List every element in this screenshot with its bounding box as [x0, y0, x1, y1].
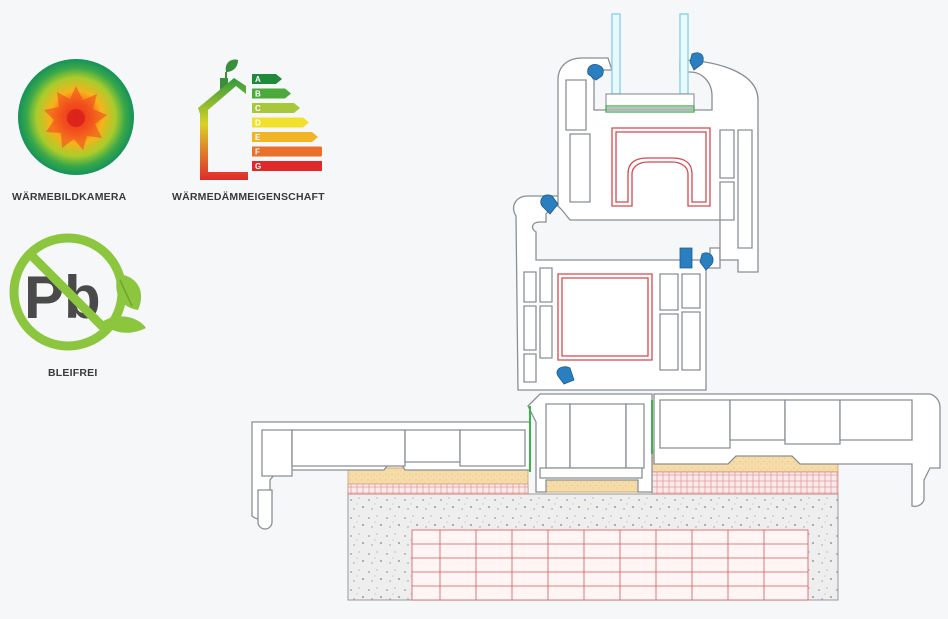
sealing-tape-left: [347, 483, 529, 495]
energy-class-bars: A B C D E F G: [252, 74, 336, 171]
energy-class-label-b: B: [255, 90, 261, 99]
lead-free-badge: Pb: [6, 232, 150, 354]
energy-efficiency-caption: WÄRMEDÄMMEIGENSCHAFT: [172, 191, 325, 203]
frame-profile: [527, 393, 653, 493]
lead-free-caption: BLEIFREI: [48, 367, 98, 379]
lead-symbol: Pb: [24, 264, 101, 331]
energy-house-icon: A B C D E F G: [198, 59, 336, 180]
energy-class-label-a: A: [255, 75, 261, 84]
glass-panes: [605, 13, 695, 113]
energy-class-label-d: D: [255, 119, 261, 128]
lead-free-icon: Pb: [9, 233, 146, 351]
sill-profile-right: [653, 393, 941, 508]
energy-class-label-c: C: [255, 104, 261, 113]
main-frame: [513, 195, 721, 391]
profile-drawing: [251, 13, 941, 601]
energy-efficiency-badge: A B C D E F G: [196, 56, 336, 180]
energy-class-g: G: [252, 161, 336, 171]
thermal-camera-caption: WÄRMEBILDKAMERA: [12, 191, 127, 203]
energy-class-b: B: [252, 88, 291, 99]
steel-reinforcement-sash: [611, 127, 711, 207]
sash-profile: [557, 57, 759, 273]
energy-class-label-f: F: [255, 148, 260, 157]
energy-class-label-g: G: [255, 162, 261, 171]
energy-class-label-e: E: [255, 133, 261, 142]
gaskets: [540, 52, 714, 385]
energy-class-a: A: [252, 74, 282, 84]
thermal-camera-badge: [17, 58, 135, 176]
energy-class-d: D: [252, 117, 309, 128]
steel-reinforcement-frame: [557, 273, 653, 361]
sill-profile-left: [251, 421, 531, 530]
thermal-camera-icon: [18, 59, 134, 175]
energy-class-e: E: [252, 132, 318, 142]
energy-class-c: C: [252, 103, 300, 113]
window-profile-cross-section: [240, 10, 945, 610]
brickwork: [411, 529, 809, 601]
energy-class-f: F: [252, 146, 327, 157]
sealing-tape-right: [651, 471, 839, 495]
